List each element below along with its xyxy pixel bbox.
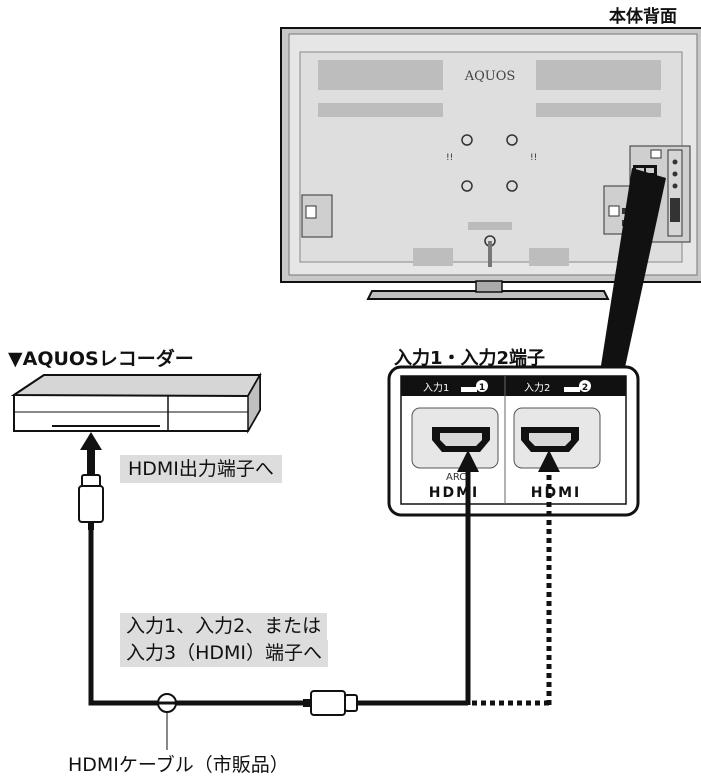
hdmi-cable-caption: HDMIケーブル（市販品） [68, 754, 289, 776]
tv-back-caption: 本体背面 [609, 7, 677, 27]
tv-brand-text: AQUOS [464, 69, 516, 84]
port1-number: 1 [479, 383, 485, 393]
hdmi-logo-1: HDMI [429, 485, 479, 501]
arc-text: ARC [446, 472, 466, 483]
recorder-illustration [10, 372, 262, 434]
tv-back-illustration: AQUOS !! !! [280, 27, 701, 300]
hdmi-cable [78, 432, 560, 750]
zoom-pointer [600, 168, 666, 372]
input-terminal-panel: 入力1 1 入力2 2 ARC HDMI HDMI [387, 365, 640, 517]
svg-text:!!: !! [530, 153, 537, 163]
port2-label: 入力2 [524, 381, 550, 394]
port1-label: 入力1 [423, 381, 449, 394]
input-note-line2: 入力3（HDMI）端子へ [120, 640, 329, 667]
hdmi-output-note: HDMI出力端子へ [120, 455, 282, 483]
recorder-caption: ▼AQUOSレコーダー [8, 348, 194, 370]
input-terminals-caption: 入力1・入力2端子 [394, 348, 546, 369]
input-note-line1: 入力1、入力2、または [120, 613, 328, 640]
hdmi-logo-2: HDMI [531, 485, 581, 501]
svg-text:!!: !! [446, 153, 453, 163]
port2-number: 2 [582, 383, 588, 393]
